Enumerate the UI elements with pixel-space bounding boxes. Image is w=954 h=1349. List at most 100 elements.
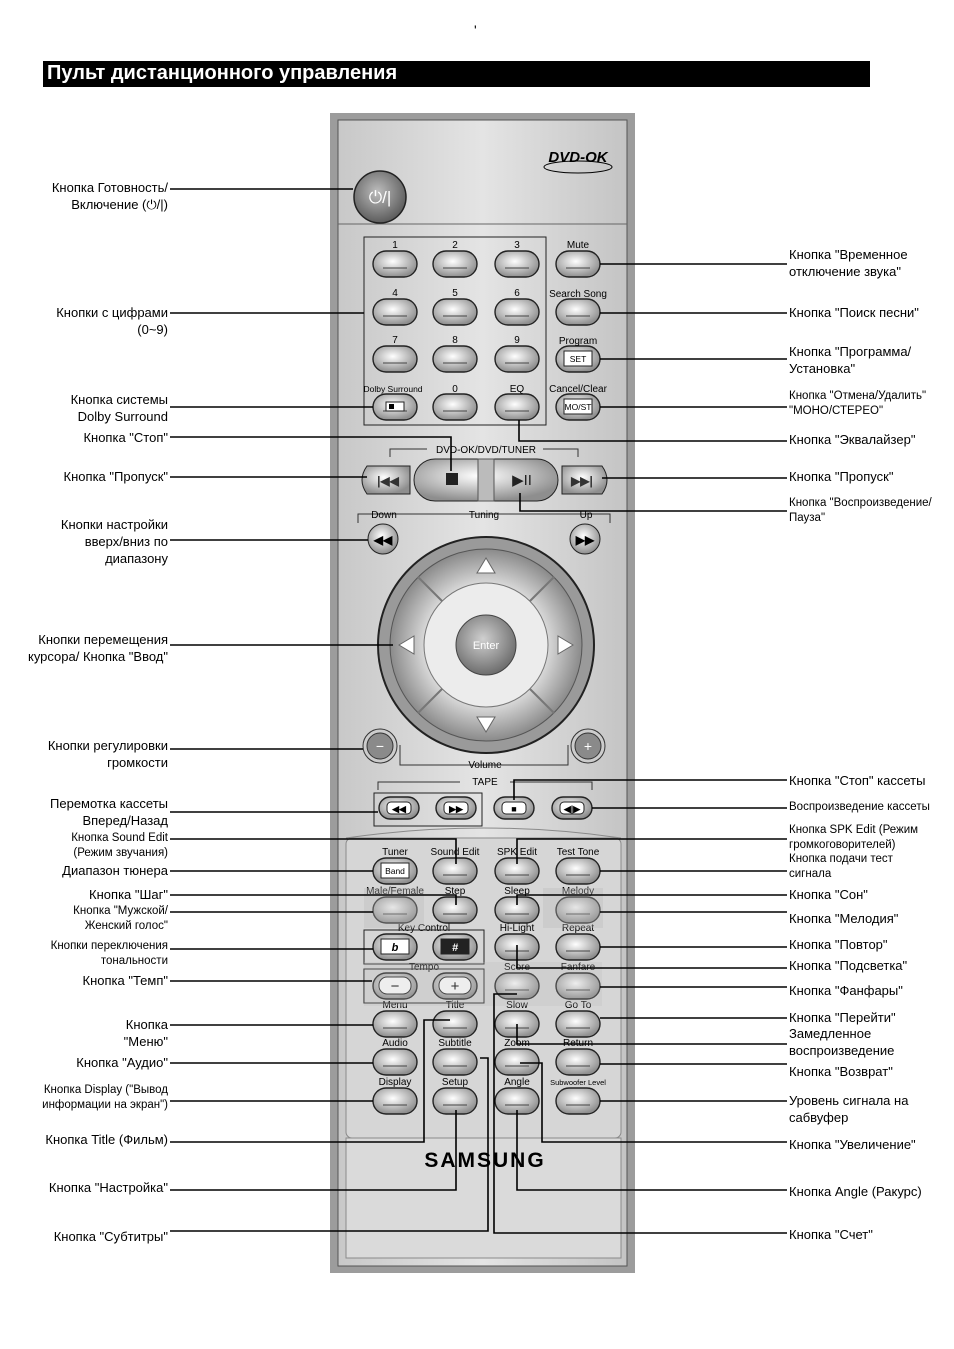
sound-edit-button[interactable] — [432, 857, 478, 885]
callout-line — [493, 993, 787, 1234]
hi-light-label: Hi-Light — [500, 923, 535, 934]
callout-line — [516, 1110, 787, 1191]
left-arrow-icon[interactable] — [398, 635, 415, 655]
callout-line — [170, 838, 457, 864]
play-pause-icon: ▶II — [512, 472, 532, 489]
label-eq: Кнопка "Эквалайзер" — [789, 432, 916, 447]
label-zoom: Кнопка "Увеличение" — [789, 1137, 916, 1152]
skip-forward-button[interactable] — [561, 465, 608, 495]
number-2-button[interactable] — [432, 250, 478, 278]
setup-button[interactable] — [432, 1087, 478, 1115]
zoom-button[interactable] — [494, 1048, 540, 1076]
minus-icon: − — [376, 738, 384, 754]
repeat-button[interactable] — [555, 933, 601, 961]
skip-forward-icon: ▶▶| — [570, 474, 593, 488]
cancel-mo-st-button-inner — [563, 398, 593, 415]
label-play-pause: Кнопка "Воспроизведение/Пауза" — [789, 497, 932, 524]
tempo-plus-icon: + — [451, 978, 460, 995]
go-to-button[interactable] — [555, 1010, 601, 1038]
label-male-female: Кнопка "Мужской/Женский голос" — [73, 905, 168, 932]
callout-line — [170, 1110, 457, 1191]
callout-line — [170, 894, 457, 905]
number-9-button[interactable] — [494, 345, 540, 373]
number-8-button[interactable] — [432, 345, 478, 373]
subtitle-button[interactable] — [432, 1048, 478, 1076]
label-sound-edit: Кнопка Sound Edit(Режим звучания) — [71, 832, 168, 859]
volume-up-button[interactable] — [574, 732, 602, 760]
tape-play-icon: ◀|▶ — [563, 804, 581, 814]
male-female-button[interactable] — [372, 896, 418, 924]
title-btn-button[interactable] — [432, 1010, 478, 1038]
right-arrow-icon[interactable] — [557, 635, 574, 655]
callout-lines — [170, 188, 787, 1234]
power-button[interactable] — [353, 170, 407, 224]
menu-button[interactable] — [372, 1010, 418, 1038]
label-skip-back: Кнопка "Пропуск" — [63, 469, 168, 484]
tempo-label: Tempo — [409, 962, 439, 973]
number-6-button[interactable] — [494, 298, 540, 326]
dolby-icon — [385, 401, 405, 412]
up-arrow-icon[interactable] — [476, 557, 496, 574]
callout-line — [519, 493, 787, 512]
eq-button[interactable] — [494, 393, 540, 421]
display-button[interactable] — [372, 1087, 418, 1115]
step-button[interactable] — [432, 896, 478, 924]
repeat-label: Repeat — [562, 923, 594, 934]
test-tone-button[interactable] — [555, 857, 601, 885]
label-skip-forward: Кнопка "Пропуск" — [789, 469, 894, 484]
slow-label: Slow — [506, 1000, 528, 1011]
number-0-button[interactable] — [432, 393, 478, 421]
melody-button[interactable] — [555, 896, 601, 924]
tape-stop-icon: ■ — [511, 804, 516, 814]
label-tape-stop: Кнопка "Стоп" кассеты — [789, 773, 926, 788]
cancel-mo-st-button-text: MO/ST — [565, 402, 592, 412]
skip-back-button[interactable] — [361, 465, 411, 495]
mute-label: Mute — [567, 240, 590, 251]
male-female-label: Male/Female — [366, 886, 424, 897]
num-label: 1 — [392, 240, 398, 251]
enter-label: Enter — [473, 640, 500, 652]
return-button[interactable] — [555, 1048, 601, 1076]
callout-line — [518, 420, 787, 442]
tuning-up-button[interactable] — [569, 523, 601, 555]
label-go-to: Кнопка "Перейти" — [789, 1010, 896, 1025]
dvd-ok-logo: DVD-OK — [548, 149, 608, 166]
number-1-button[interactable] — [372, 250, 418, 278]
volume-down-button[interactable] — [366, 732, 394, 760]
tuning-down-label: Down — [371, 510, 397, 521]
sleep-label: Sleep — [504, 886, 530, 897]
search-song-button[interactable] — [555, 298, 601, 326]
dvd-group-label: DVD-OK/DVD/TUNER — [436, 445, 536, 456]
number-4-button[interactable] — [372, 298, 418, 326]
number-3-button[interactable] — [494, 250, 540, 278]
num-label: 9 — [514, 335, 520, 346]
callout-line — [170, 1019, 450, 1143]
tuner-button-inner — [380, 862, 410, 879]
label-power: Кнопка Готовность/Включение (⏻/|) — [51, 180, 168, 212]
label-program: Кнопка "Программа/Установка" — [789, 344, 912, 376]
enter-button[interactable] — [455, 614, 517, 676]
down-arrow-icon[interactable] — [476, 716, 496, 733]
label-return: Кнопка "Возврат" — [789, 1064, 893, 1079]
callout-line — [513, 779, 787, 800]
audio-button[interactable] — [372, 1048, 418, 1076]
audio-label: Audio — [382, 1038, 408, 1049]
subwoofer-button[interactable] — [555, 1087, 601, 1115]
angle-label: Angle — [504, 1077, 530, 1088]
number-7-button[interactable] — [372, 345, 418, 373]
label-cancel: Кнопка "Отмена/Удалить""МОНО/СТЕРЕО" — [789, 390, 927, 417]
label-melody: Кнопка "Мелодия" — [789, 911, 899, 926]
tuning-down-button[interactable] — [367, 523, 399, 555]
flat-icon: b — [392, 942, 399, 954]
callout-line — [516, 1024, 787, 1045]
fanfare-button[interactable] — [555, 972, 601, 1000]
number-5-button[interactable] — [432, 298, 478, 326]
tuner-label: Tuner — [382, 847, 408, 858]
score-button[interactable] — [494, 972, 540, 1000]
mute-button[interactable] — [555, 250, 601, 278]
